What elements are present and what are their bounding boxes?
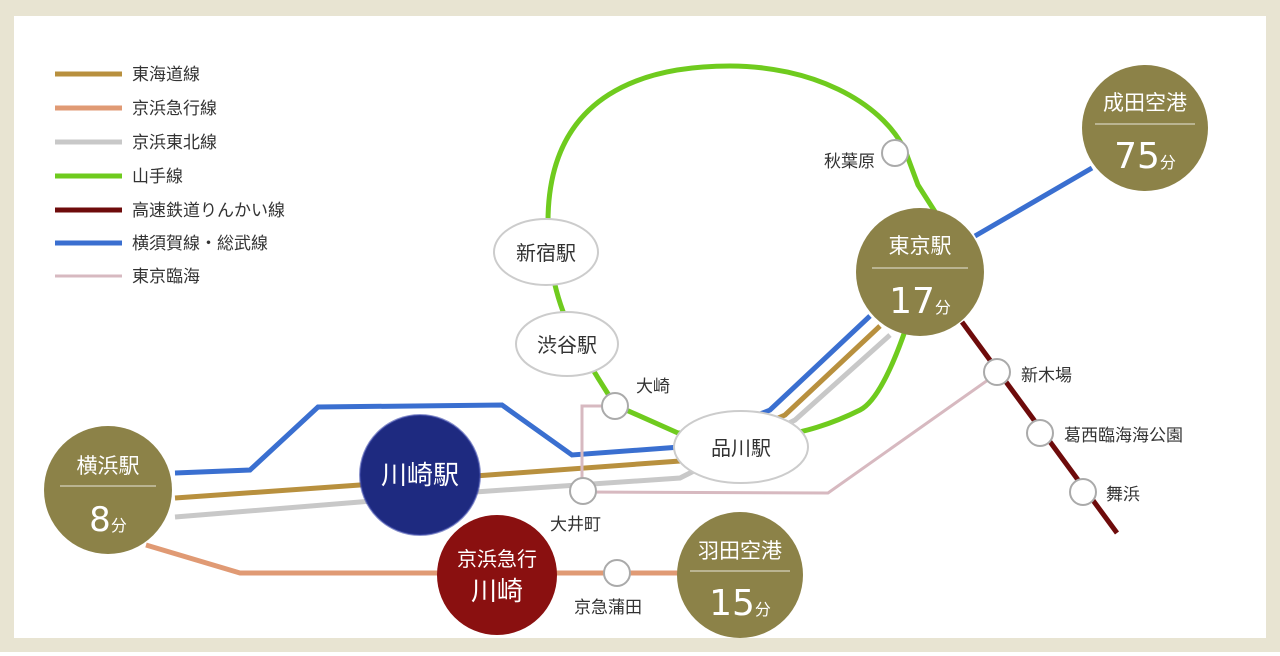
station-dot-icon: [1069, 478, 1097, 506]
hub-keikyu-kawasaki[interactable]: 京浜急行 川崎: [437, 515, 557, 635]
legend-label: 京浜急行線: [132, 99, 217, 119]
legend-item: 横須賀線・総武線: [55, 234, 268, 254]
hub-kawasaki[interactable]: 川崎駅: [359, 414, 481, 536]
station-osaki[interactable]: 大崎: [601, 377, 670, 420]
station-dot-icon: [881, 139, 909, 167]
station-keikyu-kamata[interactable]: 京急蒲田: [574, 559, 642, 618]
hub-name: 成田空港: [1103, 91, 1187, 115]
legend-item: 高速鉄道りんかい線: [55, 201, 285, 221]
hub-haneda[interactable]: 羽田空港 15分: [677, 512, 803, 638]
station-label: 葛西臨海海公園: [1064, 426, 1183, 446]
station-label: 舞浜: [1106, 485, 1140, 505]
station-label: 京急蒲田: [574, 598, 642, 618]
hub-circle: [677, 512, 803, 638]
legend-item: 京浜急行線: [55, 99, 217, 119]
station-dot-icon: [601, 392, 629, 420]
legend-label: 京浜東北線: [132, 133, 217, 153]
legend-item: 山手線: [55, 167, 183, 187]
station-label: 渋谷駅: [537, 333, 597, 357]
hub-minutes: 75: [1114, 136, 1160, 177]
station-shibuya[interactable]: 渋谷駅: [515, 311, 619, 377]
tokaido-line: [174, 324, 882, 501]
hub-narita[interactable]: 成田空港 75分: [1082, 65, 1208, 191]
legend-label: 横須賀線・総武線: [132, 234, 268, 254]
station-label: 大井町: [550, 515, 601, 535]
hub-tokyo[interactable]: 東京駅 17分: [856, 208, 984, 336]
station-dot-icon: [983, 358, 1011, 386]
station-dot-icon: [603, 559, 631, 587]
station-oval: [673, 410, 809, 484]
legend-label: 東京臨海: [132, 267, 200, 287]
station-label: 新宿駅: [516, 241, 576, 265]
hub-time: 8分: [89, 500, 127, 540]
legend-item: 京浜東北線: [55, 133, 217, 153]
hub-time: 75分: [1114, 136, 1176, 177]
hub-minutes: 8: [89, 500, 111, 540]
station-shinjuku[interactable]: 新宿駅: [493, 218, 599, 286]
hub-unit: 分: [1160, 153, 1176, 172]
hub-minutes: 15: [709, 583, 755, 624]
legend: 東海道線 京浜急行線 京浜東北線 山手線 高速鉄道りんかい線 横須賀線・総武線 …: [55, 65, 285, 287]
station-dot-icon: [1026, 419, 1054, 447]
station-shinkiba[interactable]: 新木場: [983, 358, 1072, 386]
rinkai-line: [581, 373, 996, 495]
station-label: 新木場: [1021, 366, 1072, 386]
hub-yokohama[interactable]: 横浜駅 8分: [44, 426, 172, 554]
legend-item: 東京臨海: [55, 267, 200, 287]
hub-name: 横浜駅: [77, 454, 140, 478]
legend-label: 高速鉄道りんかい線: [132, 201, 285, 221]
hub-ring: [359, 414, 481, 536]
hub-name: 東京駅: [889, 234, 952, 258]
hub-circle: [437, 515, 557, 635]
hub-circle: [360, 415, 480, 535]
hub-time: 17分: [889, 281, 951, 322]
hub-unit: 分: [755, 600, 771, 619]
legend-label: 山手線: [132, 167, 183, 187]
station-akihabara[interactable]: 秋葉原: [824, 139, 909, 172]
hub-minutes: 17: [889, 281, 935, 322]
hub-circle: [856, 208, 984, 336]
hub-circle: [44, 426, 172, 554]
hub-time: 15分: [709, 583, 771, 624]
station-label: 秋葉原: [824, 152, 875, 172]
station-maihama[interactable]: 舞浜: [1069, 478, 1140, 506]
legend-item: 東海道線: [55, 65, 200, 85]
station-kasai-rinkai-koen[interactable]: 葛西臨海海公園: [1026, 419, 1183, 447]
map-background: [14, 16, 1266, 638]
station-oimachi[interactable]: 大井町: [550, 477, 601, 535]
station-oval: [493, 218, 599, 286]
hub-name-line1: 京浜急行: [457, 547, 537, 571]
hub-circle: [1082, 65, 1208, 191]
station-oval: [515, 311, 619, 377]
hub-name: 羽田空港: [698, 539, 782, 563]
hub-name: 川崎駅: [381, 461, 459, 491]
keikyu-line: [145, 542, 445, 576]
hub-unit: 分: [111, 516, 127, 535]
legend-label: 東海道線: [132, 65, 200, 85]
hub-unit: 分: [935, 298, 951, 317]
station-shinagawa[interactable]: 品川駅: [673, 410, 809, 484]
sobu-line-narita: [973, 165, 1094, 239]
hub-name-line2: 川崎: [471, 577, 523, 607]
station-label: 大崎: [636, 377, 670, 397]
station-dot-icon: [569, 477, 597, 505]
station-label: 品川駅: [711, 436, 771, 460]
